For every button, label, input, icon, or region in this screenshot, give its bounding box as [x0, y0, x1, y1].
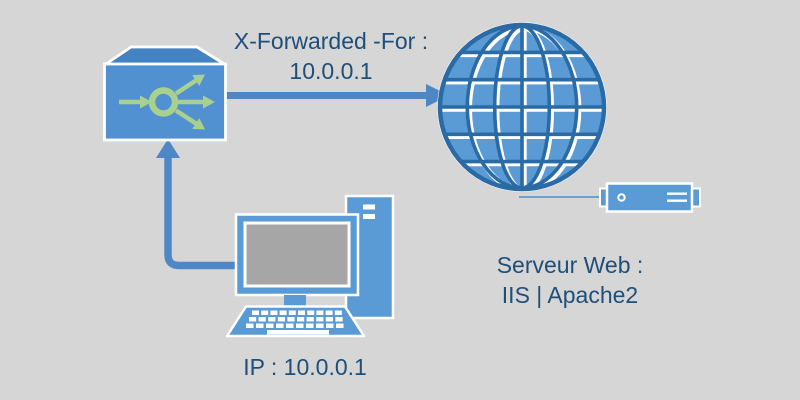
- server-body: [605, 182, 694, 213]
- server-led-icon: [617, 193, 626, 202]
- desktop-computer-icon: [225, 194, 395, 338]
- web-server-line1: Serveur Web :: [496, 252, 644, 278]
- arrow-right-head: [426, 84, 449, 107]
- x-forwarded-for-label: X-Forwarded -For : 10.0.0.1: [196, 26, 466, 86]
- monitor-screen: [246, 224, 348, 285]
- arrow-computer-to-router: [156, 139, 236, 270]
- globe-icon: [437, 22, 607, 192]
- proxy-router-icon: [103, 45, 228, 142]
- x-forwarded-for-line1: X-Forwarded -For :: [233, 28, 429, 54]
- web-server-label: Serveur Web : IIS | Apache2: [455, 250, 685, 310]
- x-forwarded-for-line2: 10.0.0.1: [289, 58, 373, 84]
- keyboard-keys: [246, 310, 344, 335]
- fan-out-arrows-icon: [119, 74, 215, 130]
- client-ip-label: IP : 10.0.0.1: [210, 352, 400, 382]
- client-ip-text: IP : 10.0.0.1: [243, 354, 367, 380]
- arrow-router-to-globe: [226, 84, 449, 107]
- arrow-up-head: [156, 139, 180, 158]
- web-server-line2: IIS | Apache2: [501, 282, 639, 308]
- server-appliance-icon: [519, 182, 701, 213]
